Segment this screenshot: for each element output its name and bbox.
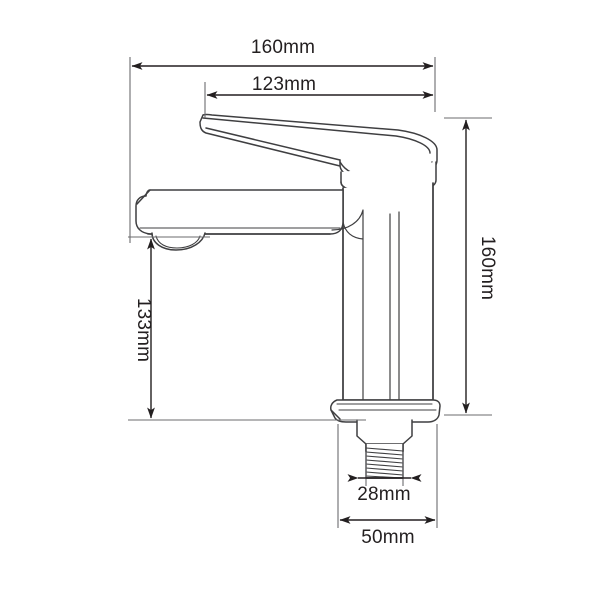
dimension-label-overall-height: 160mm — [477, 236, 498, 300]
thread-lines — [365, 447, 404, 479]
base-flange — [330, 399, 441, 423]
dimension-label-spout-reach: 123mm — [252, 74, 316, 95]
threaded-shank — [365, 443, 404, 479]
dimension-lines — [131, 62, 470, 524]
dimension-label-base-width: 50mm — [361, 527, 415, 548]
dimension-label-thread-diameter: 28mm — [357, 484, 411, 505]
faucet-column-body — [342, 182, 434, 401]
extension-lines — [128, 57, 492, 528]
spout-aerator — [151, 232, 206, 251]
faucet-body-illustration — [135, 113, 441, 479]
dimension-label-spout-height: 133mm — [133, 298, 154, 362]
spout-arm — [135, 189, 364, 401]
dimension-label-overall-width: 160mm — [251, 37, 315, 58]
